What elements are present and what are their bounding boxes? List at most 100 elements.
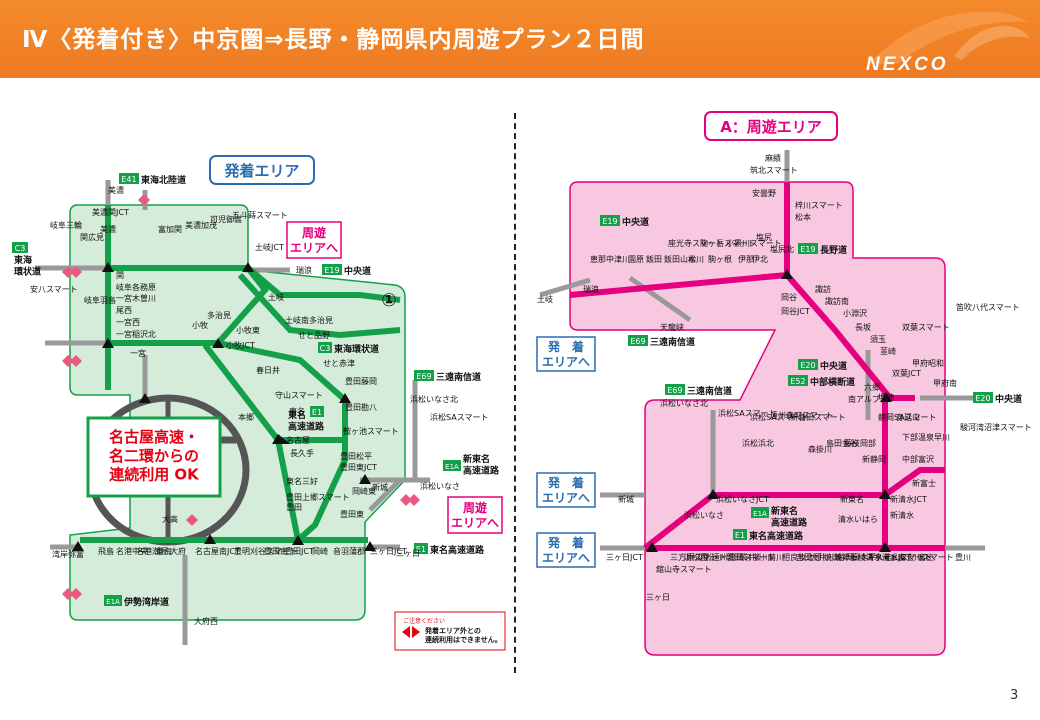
station-label: 岡崎 <box>312 546 328 556</box>
station-label: 諏訪南 <box>825 296 849 306</box>
divider-line <box>514 113 516 673</box>
station-label: 双葉スマート <box>902 322 950 332</box>
station-label: 新東名高速道路 <box>463 453 500 476</box>
station-label: 岡谷JCT <box>781 307 810 316</box>
station-label: 浜松西 <box>684 552 708 562</box>
pink-routes <box>569 182 945 551</box>
station-label: 岐阜羽島 <box>84 295 116 305</box>
station-label: 東海北陸道 <box>141 174 186 186</box>
station-label: 東名 <box>289 406 305 416</box>
station-label: 三遠南信道 <box>650 336 695 348</box>
station-label: 磐田 <box>726 552 742 562</box>
station-label: E69 <box>667 386 682 395</box>
route-shields-right: E19 中央道 E19 長野道 E69 三遠南信道 E69 三遠南信道 E20 … <box>600 215 1022 542</box>
station-label: 東名高速道路 <box>288 409 325 432</box>
station-label: 瑞浪 <box>296 265 312 275</box>
station-label: 小黒川スマート <box>726 239 782 248</box>
station-label: 新清水 <box>890 510 914 520</box>
station-label: 美濃 <box>108 185 124 195</box>
station-label: 双葉JCT <box>892 368 921 378</box>
legend-title: ご注意ください <box>403 617 445 625</box>
no-transfer-icon <box>402 626 420 638</box>
station-label: 岐阜各務原 <box>116 282 156 292</box>
station-label: 松川 <box>688 254 704 264</box>
station-label: 相良牧之原 <box>782 552 822 562</box>
legend-text: 発着エリア外との連続利用はできません。 <box>424 626 502 644</box>
station-label: 掛川 <box>754 552 770 562</box>
station-label: 三ヶ日 <box>646 593 670 602</box>
station-label: 浜松SAスマート <box>430 412 488 422</box>
station-label: 飯田山本 <box>664 254 696 264</box>
page-title: Ⅳ〈発着付き〉中京圏⇒長野・静岡県内周遊プラン２日間 <box>22 27 645 53</box>
station-label: 筑北スマート <box>750 165 798 175</box>
station-label: E19 <box>602 217 617 226</box>
station-label: 下部温泉早川 <box>902 432 950 442</box>
station-label: 塩尻北 <box>770 244 794 254</box>
station-label: 浜松いなさ <box>684 510 724 520</box>
station-label: 岡谷 <box>781 293 797 302</box>
station-label: 富士 <box>918 552 934 562</box>
station-label: 麻績 <box>765 153 781 163</box>
station-label: 静岡SAスマート <box>878 412 936 422</box>
station-label: せと赤津 <box>323 358 355 368</box>
station-label: 遠州豊田スマート <box>712 552 776 562</box>
station-label: 甲府南 <box>933 378 957 388</box>
notice-box <box>86 416 222 498</box>
station-label: 東海 <box>156 546 172 556</box>
station-label: 駿河湾沼津スマート <box>960 422 1032 432</box>
station-label: 岐阜三輪 <box>50 220 82 230</box>
station-label: 豊田上郷スマート <box>286 492 350 502</box>
station-label: 一宮木曽川 <box>116 293 156 303</box>
station-label: 中央道 <box>995 393 1022 405</box>
logo-text: NEXCO <box>866 54 949 75</box>
station-label: 六郷 <box>864 382 880 392</box>
route-gray <box>368 478 402 512</box>
station-label: 飛島 <box>98 546 114 556</box>
station-label: 一宮 <box>130 348 146 358</box>
station-label: 豊田 <box>286 502 302 512</box>
station-label: E1 <box>735 531 745 540</box>
station-label: 浜松浜北 <box>742 438 774 448</box>
station-label: 新城 <box>372 482 388 492</box>
station-label: 清水JCT <box>882 552 911 562</box>
station-label: 袋井 <box>740 552 756 562</box>
station-label: 美濃関JCT <box>92 207 129 217</box>
station-label: 菊川 <box>768 552 784 562</box>
station-label: E20 <box>975 394 990 403</box>
station-label: 大井川焼津藤枝スマート <box>810 552 898 562</box>
station-label: 名古屋 <box>286 435 310 445</box>
station-label: 岡崎東 <box>352 486 376 496</box>
station-label: 新磐田スマート <box>790 412 846 422</box>
station-labels-right: 麻績 筑北スマート 安曇野 梓川スマート 松本 塩尻 塩尻北 岡谷 伊北 伊那 … <box>537 153 1032 602</box>
station-label: 大府西 <box>194 616 218 626</box>
exit-to-departure-area-label-2: 発 着エリアへ <box>542 475 590 505</box>
station-label: 安曇野 <box>752 188 776 198</box>
station-label: 豊田藤岡 <box>345 376 377 386</box>
station-label: 日本平久能山スマート <box>852 552 932 562</box>
area-number: ① <box>381 290 396 311</box>
station-label: E52 <box>790 377 805 386</box>
station-label: C3 <box>320 344 331 353</box>
station-label: 浜松いなさJCT <box>716 494 769 504</box>
station-label: 中津川 <box>606 254 630 264</box>
no-transfer-markers <box>62 194 420 600</box>
station-label: 名港中央 <box>116 546 148 556</box>
station-label: 須玉 <box>870 335 886 344</box>
station-label: 豊田JCT <box>285 546 314 556</box>
station-label: E1A <box>753 510 767 518</box>
station-label: 東海環状道 <box>334 343 379 355</box>
station-label: E19 <box>324 266 339 275</box>
station-label: 笛吹八代スマート <box>956 302 1020 312</box>
notice-box-text: 名古屋高速・名二環からの連続利用 OK <box>109 428 200 484</box>
station-label: 森掛川 <box>808 444 832 454</box>
station-label: 伊勢湾岸道 <box>123 596 169 608</box>
station-label: 長野道 <box>820 244 847 256</box>
junction-markers <box>72 262 376 551</box>
station-label: 諏訪 <box>815 284 831 294</box>
station-label: 浜松いなさ北 <box>410 394 458 404</box>
station-label: 増穂 <box>878 392 894 402</box>
station-label: 浜松いなさ <box>420 481 460 491</box>
station-label: 島田金谷 <box>826 438 858 448</box>
station-label: E1 <box>416 545 426 554</box>
station-label: 瑞浪 <box>583 284 599 294</box>
